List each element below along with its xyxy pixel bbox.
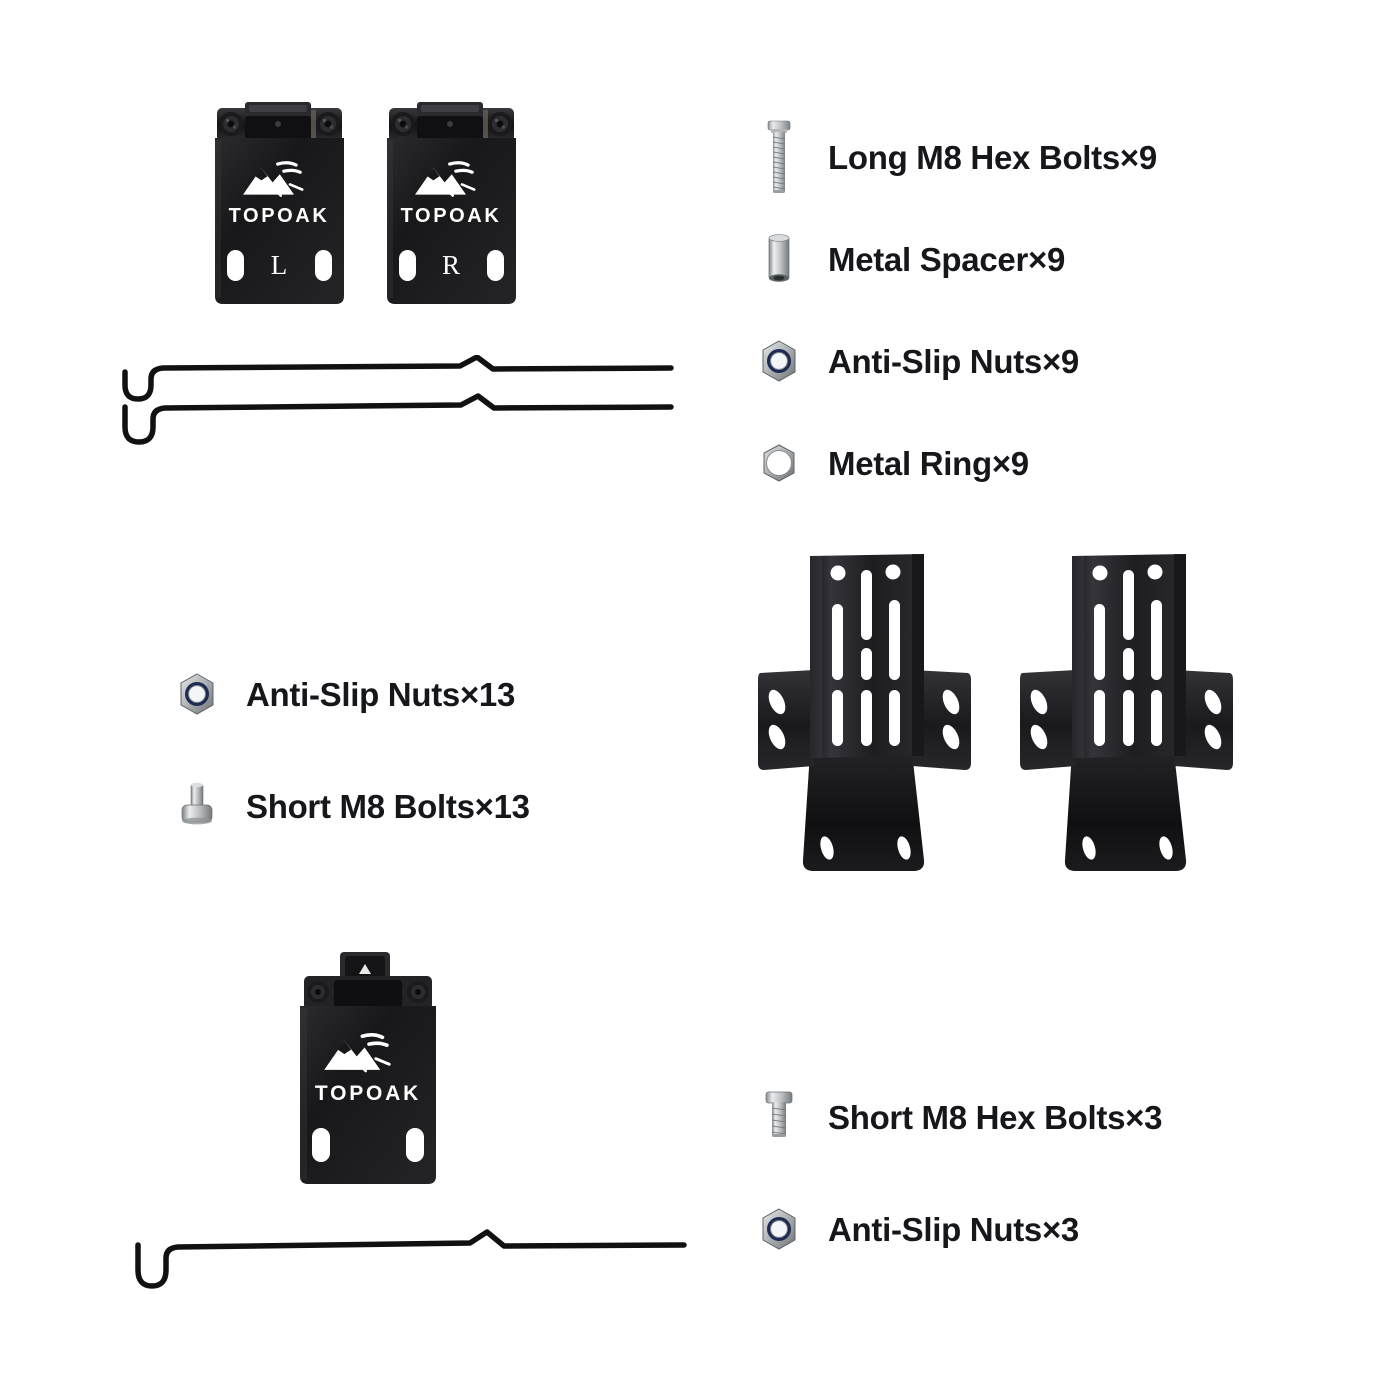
part-row: Long M8 Hex Bolts×9 xyxy=(752,118,1157,196)
part-label: Metal Ring×9 xyxy=(828,444,1029,482)
bracket-brand-text-bottom: TOPOAK xyxy=(315,1082,421,1105)
parts-list-mid-left: Anti-Slip Nuts×13 xyxy=(170,655,530,879)
part-label: Short M8 Hex Bolts×3 xyxy=(828,1098,1163,1136)
topoak-mountain-logo xyxy=(243,161,304,197)
anti-slip-nut-icon xyxy=(752,322,806,400)
part-label: Anti-Slip Nuts×13 xyxy=(246,675,516,713)
slotted-bracket-left xyxy=(758,554,971,871)
short-hex-bolt-icon xyxy=(752,1078,806,1156)
parts-list-top-right: Long M8 Hex Bolts×9 xyxy=(752,118,1157,526)
metal-spacer-icon xyxy=(752,220,806,298)
part-row: Metal Spacer×9 xyxy=(752,220,1157,298)
part-row: Anti-Slip Nuts×13 xyxy=(170,655,530,733)
wire-stay-upper xyxy=(122,355,674,402)
part-label: Short M8 Bolts×13 xyxy=(246,787,530,825)
part-row: Anti-Slip Nuts×9 xyxy=(752,322,1157,400)
mount-bracket-left: TOPOAK L xyxy=(215,102,344,304)
part-row: Short M8 Hex Bolts×3 xyxy=(752,1078,1162,1156)
single-mount-bracket: TOPOAK xyxy=(278,950,458,1190)
short-bolt-icon xyxy=(170,767,224,845)
bracket-brand-text-left: TOPOAK xyxy=(229,205,330,227)
part-label: Anti-Slip Nuts×9 xyxy=(828,342,1079,380)
part-row: Metal Ring×9 xyxy=(752,424,1157,502)
wire-stay-lower xyxy=(122,393,674,445)
bracket-brand-text-right: TOPOAK xyxy=(401,205,502,227)
wire-stay-bottom xyxy=(135,1229,687,1289)
slotted-bracket-pair-svg xyxy=(758,554,1233,871)
single-mount-bracket-svg: TOPOAK xyxy=(300,952,436,1184)
bracket-side-letter-left: L xyxy=(271,250,288,280)
wire-stay-single-svg xyxy=(135,1229,687,1289)
parts-list-bottom-right: Short M8 Hex Bolts×3 Anti-Slip Nuts×3 xyxy=(752,1078,1162,1302)
mount-bracket-pair: TOPOAK L xyxy=(205,100,545,315)
anti-slip-nut-icon xyxy=(752,1190,806,1268)
part-row: Anti-Slip Nuts×3 xyxy=(752,1190,1162,1268)
wire-stay-pair xyxy=(105,355,685,470)
slotted-bracket-pair xyxy=(752,542,1252,882)
bracket-side-letter-right: R xyxy=(442,250,460,280)
metal-ring-icon xyxy=(752,424,806,502)
mount-bracket-right: TOPOAK R xyxy=(387,102,516,304)
part-row: Short M8 Bolts×13 xyxy=(170,767,530,845)
topoak-mountain-logo xyxy=(324,1033,391,1073)
long-hex-bolt-icon xyxy=(752,118,806,196)
wire-stay-single xyxy=(118,1228,698,1318)
part-label: Long M8 Hex Bolts×9 xyxy=(828,138,1157,176)
slotted-bracket-right xyxy=(1020,554,1233,871)
mount-bracket-pair-svg: TOPOAK L xyxy=(215,102,516,304)
topoak-mountain-logo xyxy=(415,161,476,197)
wire-stay-pair-svg xyxy=(122,355,674,445)
part-label: Anti-Slip Nuts×3 xyxy=(828,1210,1079,1248)
part-label: Metal Spacer×9 xyxy=(828,240,1066,278)
anti-slip-nut-icon xyxy=(170,655,224,733)
